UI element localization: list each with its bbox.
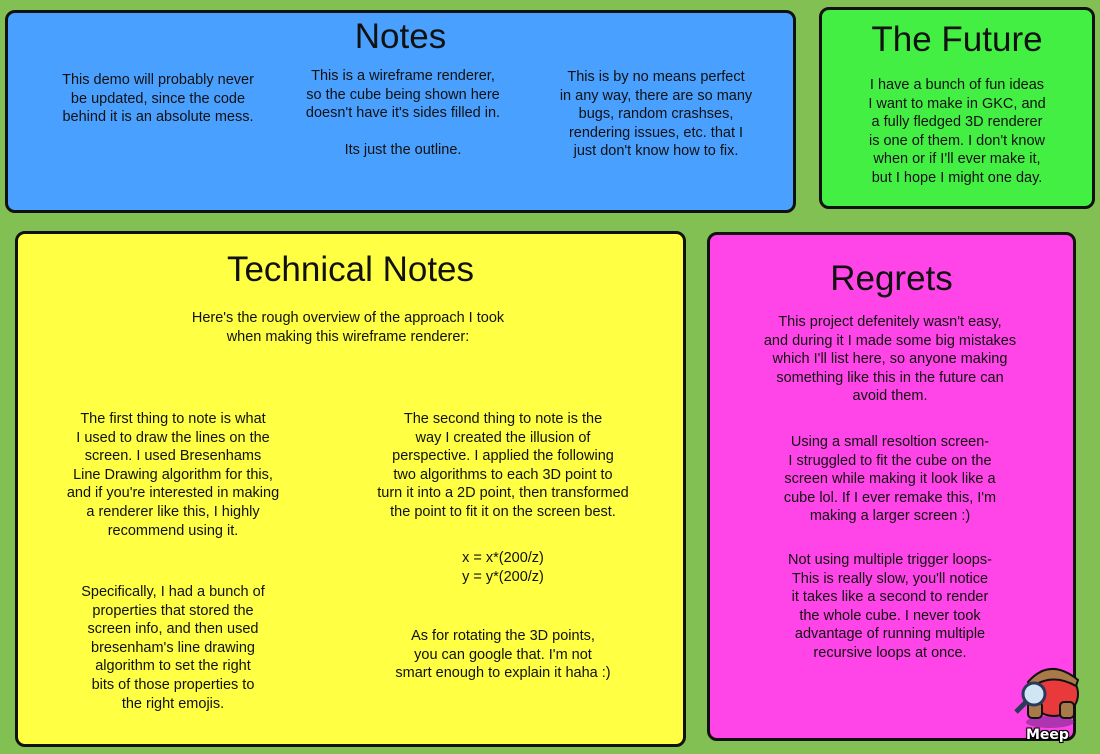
regrets-panel: Regrets This project defenitely wasn't e… bbox=[707, 232, 1076, 741]
technical-notes-panel: Technical Notes Here's the rough overvie… bbox=[15, 231, 686, 747]
player-name: Meep bbox=[1026, 727, 1069, 743]
future-title: The Future bbox=[871, 20, 1043, 59]
tech-title: Technical Notes bbox=[226, 250, 475, 289]
notes-title: Notes bbox=[354, 17, 447, 56]
tech-left1: The first thing to note is what I used t… bbox=[66, 411, 280, 539]
player-avatar-icon bbox=[1014, 668, 1080, 728]
regrets-intro: This project defenitely wasn't easy, and… bbox=[763, 314, 1017, 405]
future-panel: The Future I have a bunch of fun ideas I… bbox=[819, 7, 1095, 209]
regrets-item2: Not using multiple trigger loops- This i… bbox=[788, 552, 992, 661]
tech-intro: Here's the rough overview of the approac… bbox=[191, 310, 505, 345]
notes-col3: This is by no means perfect in any way, … bbox=[559, 69, 753, 160]
regrets-title: Regrets bbox=[830, 259, 953, 298]
regrets-item1: Using a small resoltion screen- I strugg… bbox=[783, 434, 997, 525]
tech-formula: x = x*(200/z) y = y*(200/z) bbox=[462, 550, 544, 585]
notes-col1: This demo will probably never be updated… bbox=[62, 72, 254, 126]
tech-left2: Specifically, I had a bunch of propertie… bbox=[81, 584, 265, 712]
notes-col2: This is a wireframe renderer, so the cub… bbox=[305, 68, 501, 159]
tech-right1: The second thing to note is the way I cr… bbox=[377, 411, 629, 520]
future-body: I have a bunch of fun ideas I want to ma… bbox=[868, 77, 1046, 186]
notes-panel: Notes This demo will probably never be u… bbox=[5, 10, 796, 213]
tech-right2: As for rotating the 3D points, you can g… bbox=[395, 628, 611, 682]
